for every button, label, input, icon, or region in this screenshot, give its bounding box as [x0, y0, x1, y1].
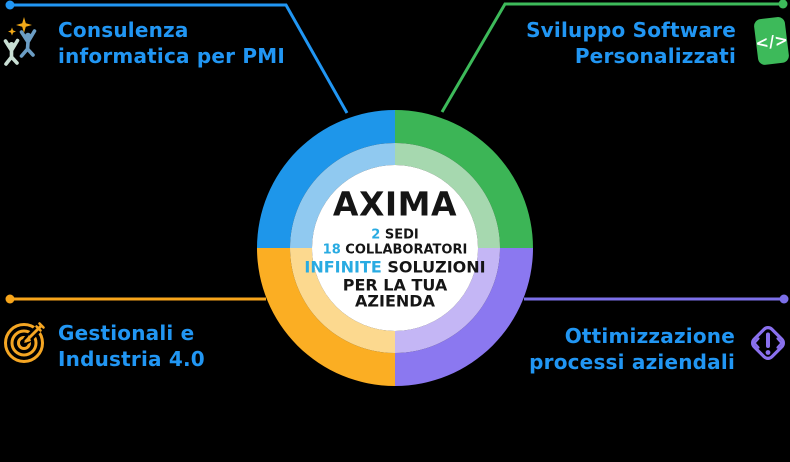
- label-line: informatica per PMI: [58, 44, 285, 69]
- label-line: Sviluppo Software: [526, 18, 736, 42]
- label-line: Industria 4.0: [58, 347, 205, 372]
- stat-label: COLLABORATORI: [340, 242, 468, 258]
- target-ring-outer: [4, 323, 44, 363]
- stat-soluzioni: INFINITE SOLUZIONI: [300, 257, 490, 277]
- label-ottimizzazione: Ottimizzazione processi aziendali: [529, 323, 735, 376]
- company-name: AXIMA: [332, 184, 458, 224]
- donut-inner-segment-sviluppo: [395, 143, 500, 248]
- connector-top-right: [440, 0, 788, 113]
- dart-tip: [24, 335, 31, 343]
- donut-segment-gestionali: [257, 248, 395, 386]
- star-sparkle-small: [8, 27, 16, 36]
- donut-center-text: AXIMA 2 SEDI 18 COLLABORATORI INFINITE S…: [300, 187, 490, 310]
- label-consulenza: Consulenza informatica per PMI: [58, 17, 285, 70]
- connector-dot: [5, 0, 15, 10]
- connector-dot: [778, 0, 788, 9]
- diamond-outline: [751, 326, 785, 360]
- stat-value: INFINITE: [304, 257, 382, 277]
- connector-dot: [5, 294, 15, 304]
- alert-diamond-icon: [751, 326, 785, 360]
- connector-line: [10, 3, 349, 114]
- donut-inner-segment-consulenza: [290, 143, 395, 248]
- tagline: PER LA TUA AZIENDA: [342, 274, 448, 311]
- person-body: [3, 38, 20, 66]
- connector-bottom-right: [524, 294, 789, 304]
- donut-chart: [257, 110, 533, 386]
- stat-value: 18: [322, 242, 341, 258]
- stat-label: SOLUZIONI: [381, 257, 486, 277]
- dart-fletching: [38, 322, 45, 329]
- donut-segment-ottimizzazione: [395, 248, 533, 386]
- target-icon: [4, 319, 48, 363]
- donut-segment-consulenza: [257, 110, 395, 248]
- connector-bottom-left: [5, 294, 266, 304]
- label-gestionali: Gestionali e Industria 4.0: [58, 320, 205, 373]
- connector-line: [440, 2, 783, 113]
- label-line: Consulenza: [58, 18, 189, 42]
- code-badge-icon: </>: [754, 17, 789, 65]
- target-ring-middle: [10, 329, 38, 357]
- chevron-left: [753, 337, 760, 349]
- stat-value: 2: [371, 227, 381, 243]
- donut-segment-sviluppo: [395, 110, 533, 248]
- star-sparkle-large: [16, 17, 32, 33]
- celebration-people-icon: [3, 17, 37, 66]
- connector-top-left: [5, 0, 349, 114]
- label-line: processi aziendali: [529, 350, 735, 375]
- exclamation-dot: [765, 350, 771, 355]
- stat-collaboratori: 18 COLLABORATORI: [300, 243, 490, 258]
- donut-center-circle: [312, 165, 478, 331]
- code-badge-background: [754, 17, 789, 65]
- stat-label: SEDI: [380, 227, 419, 243]
- chevron-right: [776, 337, 783, 349]
- label-line: Personalizzati: [574, 44, 736, 69]
- person-body: [19, 29, 37, 58]
- label-line: Gestionali e: [58, 321, 195, 345]
- donut-inner-segment-ottimizzazione: [395, 248, 500, 353]
- dart-fletching: [35, 325, 42, 332]
- stat-sedi: 2 SEDI: [300, 227, 490, 242]
- connector-dot: [779, 294, 789, 304]
- label-line: Ottimizzazione: [564, 324, 735, 348]
- label-sviluppo-software: Sviluppo Software Personalizzati: [526, 17, 736, 70]
- donut-inner-segment-gestionali: [290, 248, 395, 353]
- code-glyph: </>: [754, 30, 789, 53]
